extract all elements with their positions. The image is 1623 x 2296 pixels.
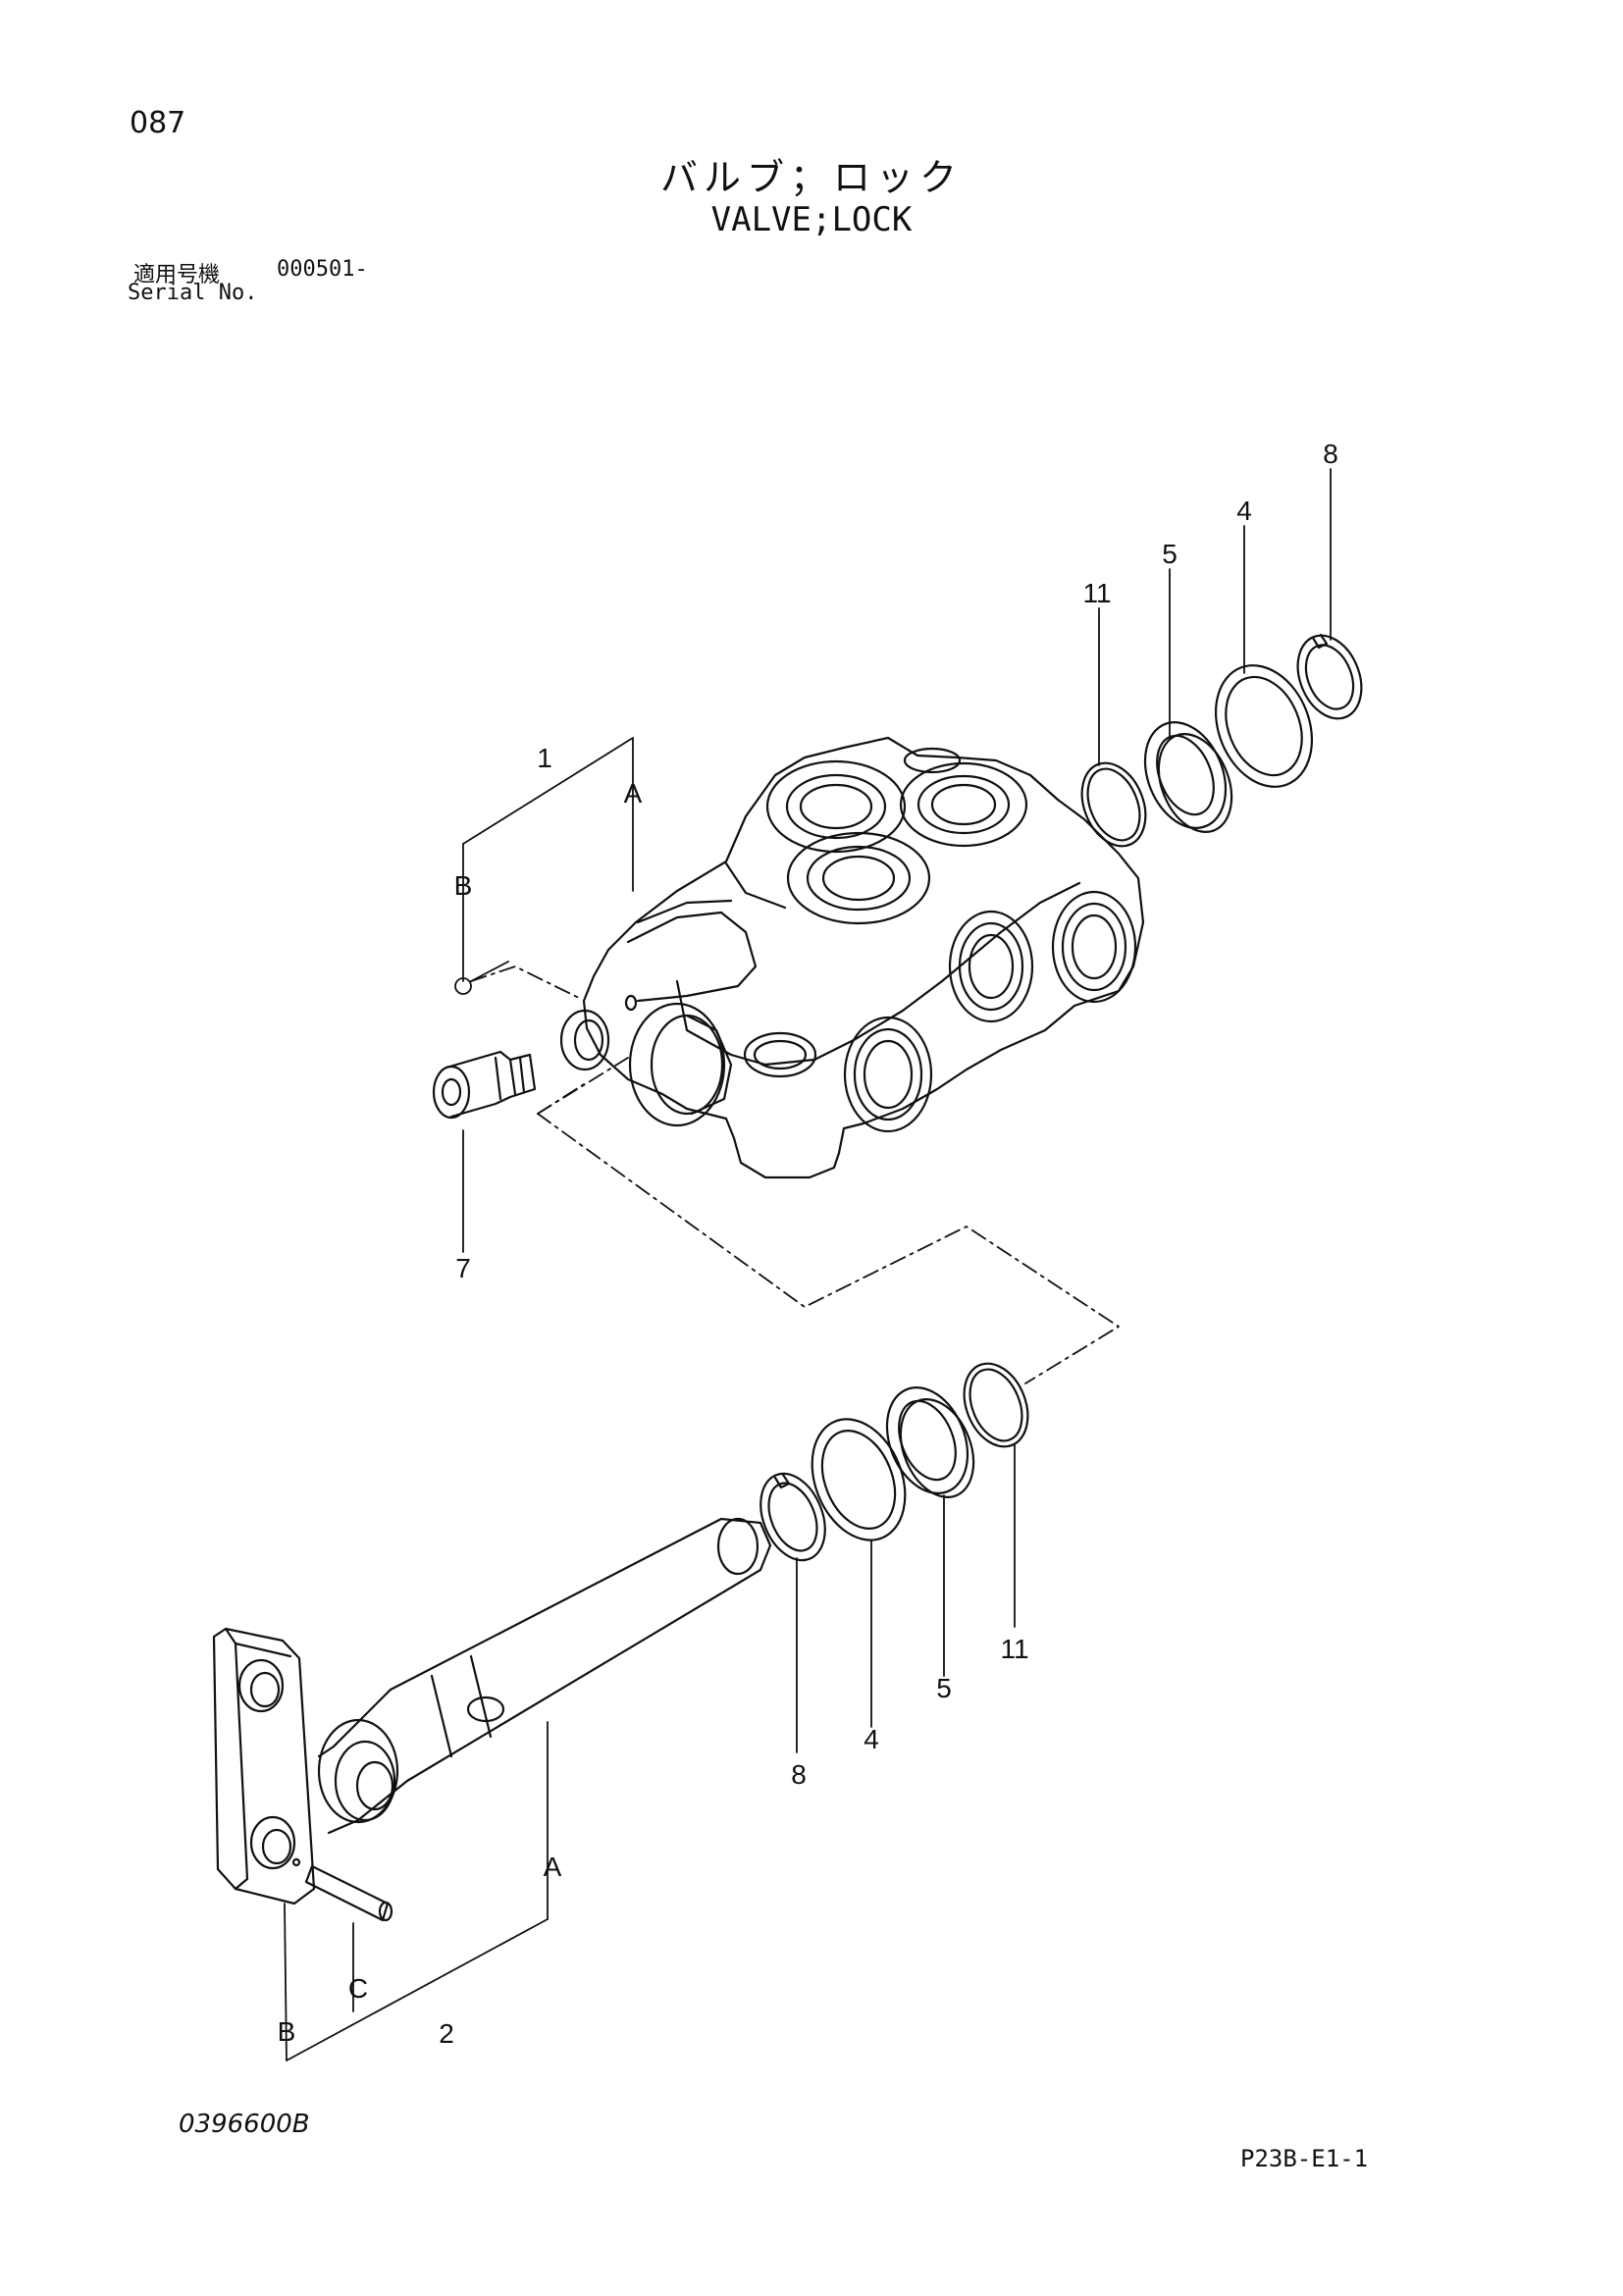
- title-japanese: バルブ；ロック: [659, 156, 963, 199]
- washer-top: [1214, 664, 1314, 788]
- callout-4-bottom: 4: [864, 1724, 879, 1754]
- callout-7: 7: [455, 1253, 471, 1283]
- ref-c-bottom: C: [348, 1973, 368, 2004]
- title-english: VALVE;LOCK: [710, 200, 913, 239]
- callout-5-bottom: 5: [936, 1673, 952, 1703]
- document-code: 0396600B: [179, 2110, 310, 2139]
- callout-4-top: 4: [1236, 496, 1252, 526]
- page-code: P23B-E1-1: [1240, 2145, 1369, 2172]
- leader-lines: [284, 468, 1332, 2061]
- ref-b-bottom: B: [278, 2016, 296, 2047]
- backup-ring-top: [1143, 721, 1233, 833]
- page-number: 087: [130, 106, 186, 140]
- valve-body: [559, 736, 1145, 1179]
- plug: [432, 1050, 537, 1120]
- ref-b-top: B: [454, 870, 473, 901]
- assembly-lines: [470, 965, 1120, 1384]
- o-ring-top: [1080, 761, 1147, 848]
- serial-value: 000501-: [277, 257, 368, 282]
- ref-a-bottom: A: [544, 1852, 562, 1882]
- pin: [291, 1857, 393, 1922]
- callout-8-bottom: 8: [791, 1759, 807, 1790]
- snap-ring-bottom: [759, 1472, 826, 1562]
- backup-ring-bottom: [885, 1386, 975, 1498]
- callout-11-top: 11: [1082, 578, 1111, 608]
- callout-8-top: 8: [1323, 439, 1338, 469]
- callout-5-top: 5: [1162, 539, 1178, 569]
- callout-2: 2: [439, 2018, 454, 2049]
- snap-ring-top: [1296, 633, 1363, 720]
- callout-11-bottom: 11: [1000, 1634, 1028, 1664]
- ref-a-top: A: [624, 778, 643, 809]
- o-ring-bottom: [963, 1362, 1029, 1448]
- spool-shaft: [317, 1517, 772, 1835]
- serial-label-english: Serial No.: [128, 281, 258, 305]
- link-plate: [212, 1627, 316, 1905]
- callout-1: 1: [537, 743, 552, 773]
- washer-bottom: [811, 1418, 907, 1541]
- serial-label-japanese: 適用号機: [133, 263, 221, 287]
